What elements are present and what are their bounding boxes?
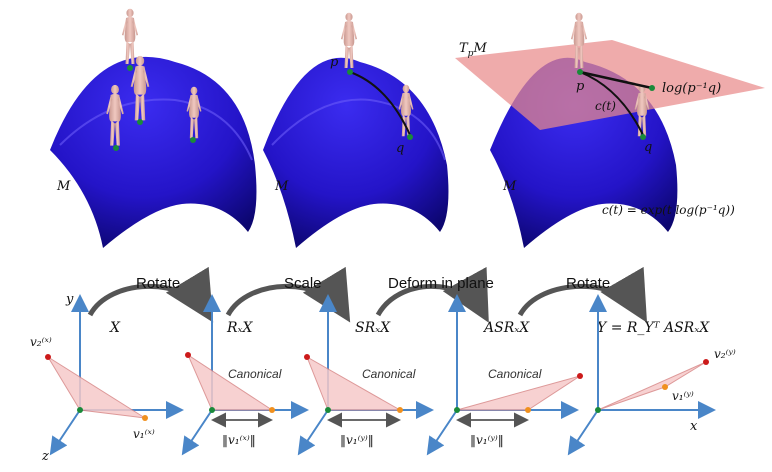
triangle-panel-1: y z v₂⁽ˣ⁾ v₁⁽ˣ⁾ xyxy=(30,292,184,464)
sample-point xyxy=(127,65,133,71)
norm-v1y: ‖v₁⁽ʸ⁾‖ xyxy=(470,433,504,447)
expr-x: X xyxy=(109,320,121,336)
human-figure xyxy=(122,8,138,65)
step-arrow xyxy=(517,266,648,323)
geodesic-curve xyxy=(579,71,644,136)
vertex-origin xyxy=(77,407,83,413)
vertex-v1 xyxy=(662,384,668,390)
triangle-panel-2: Canonical ‖v₁⁽ˣ⁾‖ xyxy=(181,294,309,456)
canonical-label: Canonical xyxy=(488,367,542,381)
p-label: p xyxy=(576,79,585,94)
triangle xyxy=(186,353,274,411)
geodesic-equation: c(t) = exp(t log(p⁻¹q)) xyxy=(602,203,735,217)
manifold-label: M xyxy=(56,179,71,194)
step-label-scale: Scale xyxy=(284,275,322,292)
vertex-v1 xyxy=(142,415,148,421)
log-vector xyxy=(579,70,653,90)
log-label: log(p⁻¹q) xyxy=(662,81,721,96)
vertex-v2 xyxy=(45,354,51,360)
tangent-label: TpM xyxy=(459,41,487,59)
step-label-rotate: Rotate xyxy=(136,275,180,292)
expr-srx: SRₓX xyxy=(355,320,391,336)
sample-point xyxy=(113,145,119,151)
z-axis xyxy=(426,409,458,456)
manifold-label: M xyxy=(502,179,517,194)
triangle xyxy=(597,361,707,411)
ct-label: c(t) xyxy=(595,99,616,113)
step-arrow xyxy=(375,266,489,323)
point-q xyxy=(640,134,646,140)
expr-y: Y = R_Yᵀ ASRₓX xyxy=(597,320,710,336)
step-label-rotate-2: Rotate xyxy=(566,275,610,292)
expr-asrx: ASRₓX xyxy=(482,320,530,336)
vertex-v1 xyxy=(397,407,403,413)
point-q xyxy=(407,134,413,140)
triangle-panel-4: Canonical ‖v₁⁽ʸ⁾‖ xyxy=(426,294,583,456)
step-arrows: Rotate Scale Deform in plane Rotate xyxy=(87,266,648,323)
manifold-surface xyxy=(50,56,257,248)
p-label: p xyxy=(330,55,339,70)
v1-label: v₁⁽ˣ⁾ xyxy=(133,427,155,441)
vertex-origin xyxy=(454,407,460,413)
manifold-rim-highlight xyxy=(59,98,253,161)
sample-point xyxy=(137,119,143,125)
triangle xyxy=(456,375,581,411)
vertex-origin xyxy=(325,407,331,413)
sample-point xyxy=(190,137,196,143)
manifold-panel-2: p q M xyxy=(263,12,449,248)
geodesic-curve xyxy=(349,71,411,136)
manifold-label: M xyxy=(274,179,289,194)
expr-rx: RₓX xyxy=(226,320,254,336)
point-p xyxy=(577,69,583,75)
vertex-v2 xyxy=(185,352,191,358)
q-label: q xyxy=(396,141,404,156)
z-axis xyxy=(181,409,213,456)
step-label-deform: Deform in plane xyxy=(388,275,494,292)
expressions: X RₓX SRₓX ASRₓX Y = R_Yᵀ ASRₓX xyxy=(109,320,710,336)
vertex-v1 xyxy=(525,407,531,413)
axis-x-label: x xyxy=(690,419,698,434)
axis-y-label: y xyxy=(65,292,74,307)
v2-label: v₂⁽ʸ⁾ xyxy=(714,347,736,361)
v2-label: v₂⁽ˣ⁾ xyxy=(30,335,52,349)
point-p xyxy=(347,69,353,75)
z-axis xyxy=(49,409,81,456)
vertex-v2 xyxy=(703,359,709,365)
vertex-v1 xyxy=(269,407,275,413)
vertex-v2 xyxy=(304,354,310,360)
manifold-rim-highlight xyxy=(271,98,446,161)
z-axis xyxy=(567,409,599,456)
manifold-surface xyxy=(263,57,449,248)
canonical-label: Canonical xyxy=(228,367,282,381)
v1-label: v₁⁽ʸ⁾ xyxy=(672,389,694,403)
triangle-panel-3: Canonical ‖v₁⁽ʸ⁾‖ xyxy=(297,294,434,456)
z-axis xyxy=(297,409,329,456)
norm-v1x: ‖v₁⁽ˣ⁾‖ xyxy=(222,433,256,447)
q-label: q xyxy=(644,140,652,155)
canonical-label: Canonical xyxy=(362,367,416,381)
triangle xyxy=(47,356,146,419)
vertex-v2 xyxy=(577,373,583,379)
triangle-panel-5: x v₂⁽ʸ⁾ v₁⁽ʸ⁾ xyxy=(567,294,736,456)
axis-z-label: z xyxy=(41,449,49,464)
vertex-origin xyxy=(209,407,215,413)
log-point xyxy=(649,85,655,91)
tangent-plane xyxy=(455,40,765,130)
vertex-origin xyxy=(595,407,601,413)
step-arrow xyxy=(87,266,214,323)
triangle xyxy=(306,355,402,411)
norm-v1y: ‖v₁⁽ʸ⁾‖ xyxy=(340,433,374,447)
manifold-panel-1: M xyxy=(50,8,257,248)
manifold-panel-3: TpM p q c(t) log(p⁻¹q) M c(t) = exp(t lo… xyxy=(455,12,765,248)
